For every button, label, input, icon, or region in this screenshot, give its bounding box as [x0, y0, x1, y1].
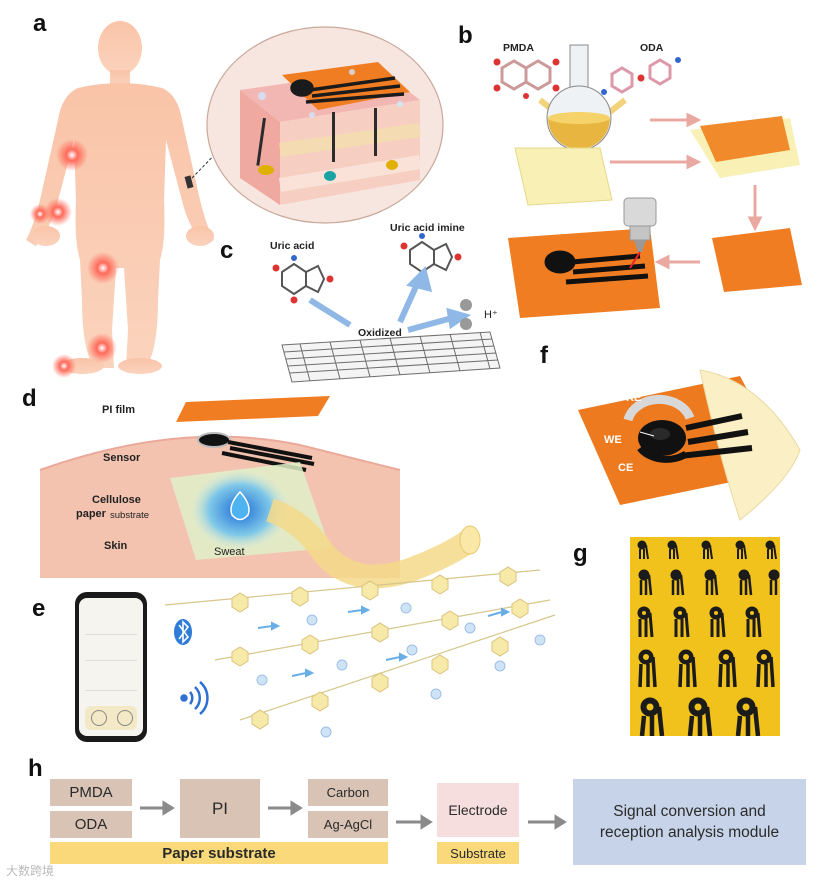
phone-chart-2	[85, 638, 137, 661]
cellulose-fiber	[265, 498, 478, 589]
joint-glow	[56, 139, 88, 171]
phone-gauge-panel	[85, 706, 137, 730]
zoom-leader-line	[191, 144, 225, 179]
ce-label: CE	[618, 462, 634, 474]
signal-module-line-1: Signal conversion and	[613, 803, 766, 820]
pi-coated-paper	[700, 116, 790, 162]
pmda-molecule	[493, 58, 560, 99]
substrate-label: substrate	[110, 510, 150, 521]
reference-electrode	[623, 394, 695, 422]
bluetooth-icon	[174, 619, 192, 645]
smartphone	[75, 592, 147, 742]
phone-chart-3	[85, 668, 137, 691]
hexagon-units	[231, 566, 529, 730]
joint-glow	[87, 252, 119, 284]
oda-label: ODA	[640, 42, 664, 54]
pmda-label: PMDA	[503, 42, 534, 54]
sensor-electrode	[197, 432, 315, 472]
hair-follicles	[256, 108, 377, 166]
re-label: RE	[626, 392, 642, 404]
flow-arrows	[257, 605, 511, 678]
uric-acid-molecule	[272, 255, 334, 304]
flow-box-electrode: Electrode	[437, 783, 519, 837]
pi-film-sheet	[712, 228, 802, 292]
proton-sphere	[460, 318, 472, 330]
uric-acid-adsorbed	[256, 602, 546, 738]
phone-screen	[79, 598, 143, 736]
wireless-signal-icon	[180, 681, 209, 715]
electrode-array-photo	[630, 537, 780, 736]
skin-label: Skin	[104, 540, 128, 552]
flow-bar-paper-substrate: Paper substrate	[50, 842, 388, 864]
flow-box-signal-module: Signal conversion and reception analysis…	[573, 779, 806, 865]
panel-label-e: e	[32, 595, 46, 622]
peeled-paper-layer	[699, 369, 801, 521]
phone-chart-1	[85, 612, 137, 635]
flow-bar-substrate: Substrate	[437, 842, 519, 864]
pi-film-label: PI film	[102, 404, 136, 416]
proton-sphere	[460, 299, 472, 311]
joint-glow	[87, 333, 117, 363]
panel-label-h: h	[28, 755, 43, 782]
sensor-label: Sensor	[103, 452, 141, 464]
watermark: 大数跨境	[6, 864, 55, 878]
flow-box-oda: ODA	[50, 811, 132, 838]
graphene-sheet	[281, 331, 501, 383]
uric-acid-label: Uric acid	[270, 240, 315, 252]
oda-molecule	[601, 57, 681, 95]
sweat-droplet	[230, 490, 250, 521]
flow-box-pi: PI	[180, 779, 260, 838]
cellulose-label: Cellulose	[92, 494, 141, 506]
paper-sheet	[514, 147, 613, 206]
flow-box-ag-agcl: Ag-AgCl	[308, 811, 388, 838]
panel-label-f: f	[540, 342, 548, 369]
round-bottom-flask	[546, 44, 612, 151]
oxidized-label: Oxidized	[358, 327, 402, 339]
panel-label-a: a	[33, 10, 47, 37]
flow-box-pmda: PMDA	[50, 779, 132, 806]
wearable-patch	[184, 175, 194, 189]
we-label: WE	[604, 434, 622, 446]
flow-box-carbon: Carbon	[308, 779, 388, 806]
joint-glow	[30, 204, 50, 224]
joint-glow	[44, 198, 72, 226]
uric-acid-imine-label: Uric acid imine	[390, 222, 465, 234]
signal-module-line-2: reception analysis module	[599, 824, 780, 841]
sweat-label: Sweat	[214, 546, 245, 558]
paper-label: paper	[76, 508, 106, 520]
panel-label-g: g	[573, 540, 588, 567]
panel-label-b: b	[458, 22, 473, 49]
proton-label: H⁺	[484, 309, 498, 321]
joint-glow	[52, 354, 76, 378]
panel-label-d: d	[22, 385, 37, 412]
pi-film-layer	[176, 396, 330, 422]
laser-head	[623, 197, 657, 269]
panel-label-c: c	[220, 237, 234, 264]
electrode-traces	[290, 76, 405, 104]
